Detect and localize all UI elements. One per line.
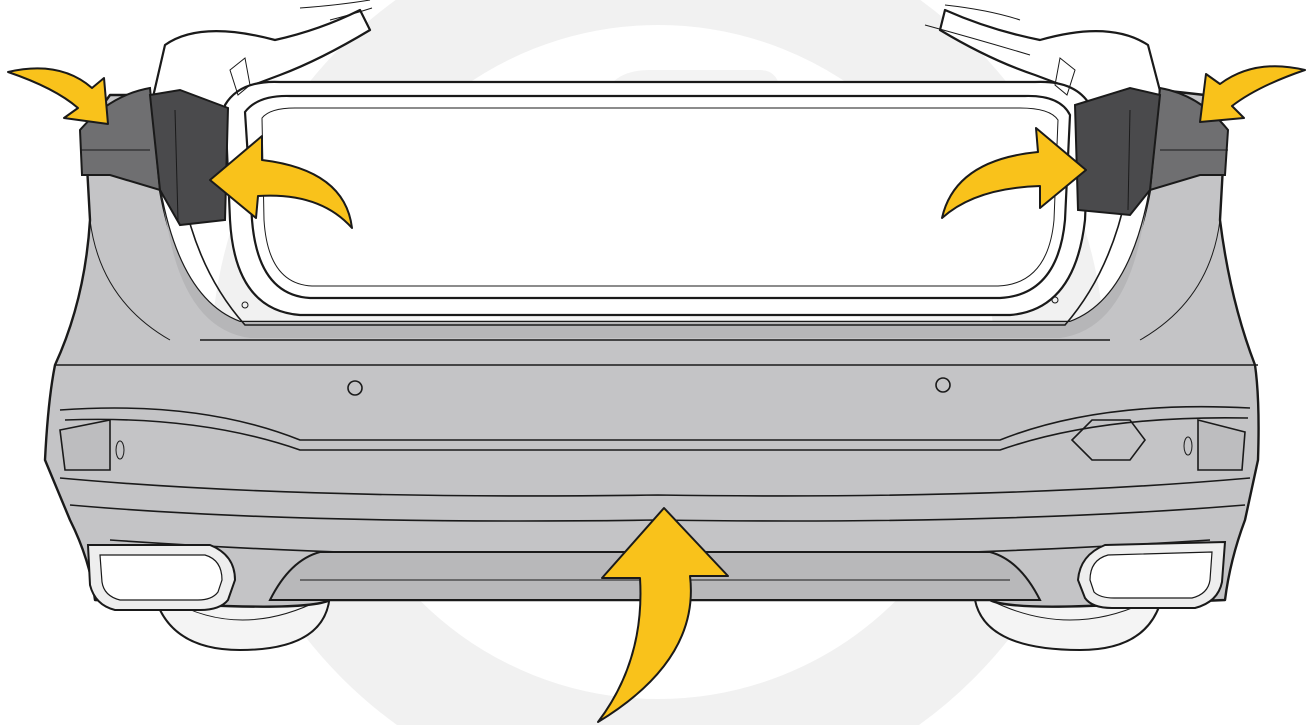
left-exhaust-tip xyxy=(88,545,235,610)
right-exhaust-tip xyxy=(1078,542,1225,608)
curved-arrow-icon-right-outer xyxy=(1200,66,1305,122)
curved-arrow-icon-left-outer xyxy=(8,68,108,124)
